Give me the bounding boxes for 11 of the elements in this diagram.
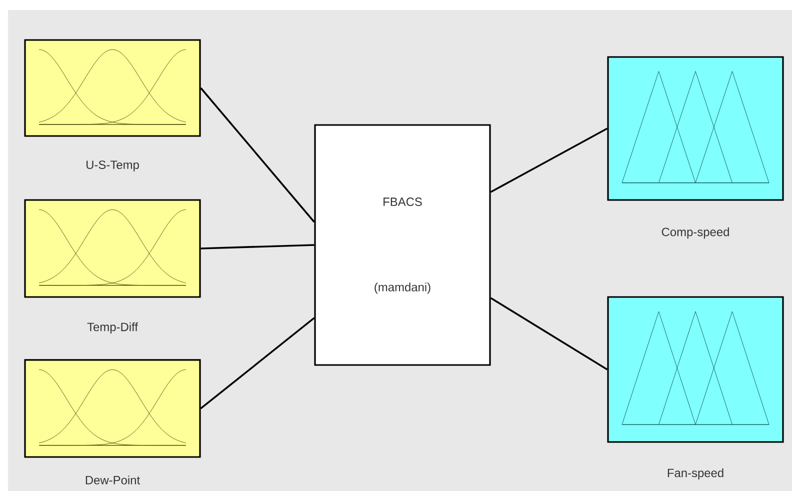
variable-label: Dew-Point bbox=[86, 476, 140, 484]
connector-line bbox=[490, 297, 608, 370]
connector-line bbox=[200, 317, 315, 410]
variable-label: Temp-Diff bbox=[87, 322, 138, 334]
connector-line bbox=[490, 128, 608, 193]
variable-label: U-S-Temp bbox=[86, 160, 139, 172]
system-box: FBACS (mamdani) bbox=[314, 124, 491, 366]
variable-label: Fan-speed bbox=[668, 468, 724, 480]
connector-line bbox=[200, 244, 314, 250]
connector-line bbox=[200, 87, 315, 223]
variable-label: Comp-speed bbox=[662, 227, 729, 239]
